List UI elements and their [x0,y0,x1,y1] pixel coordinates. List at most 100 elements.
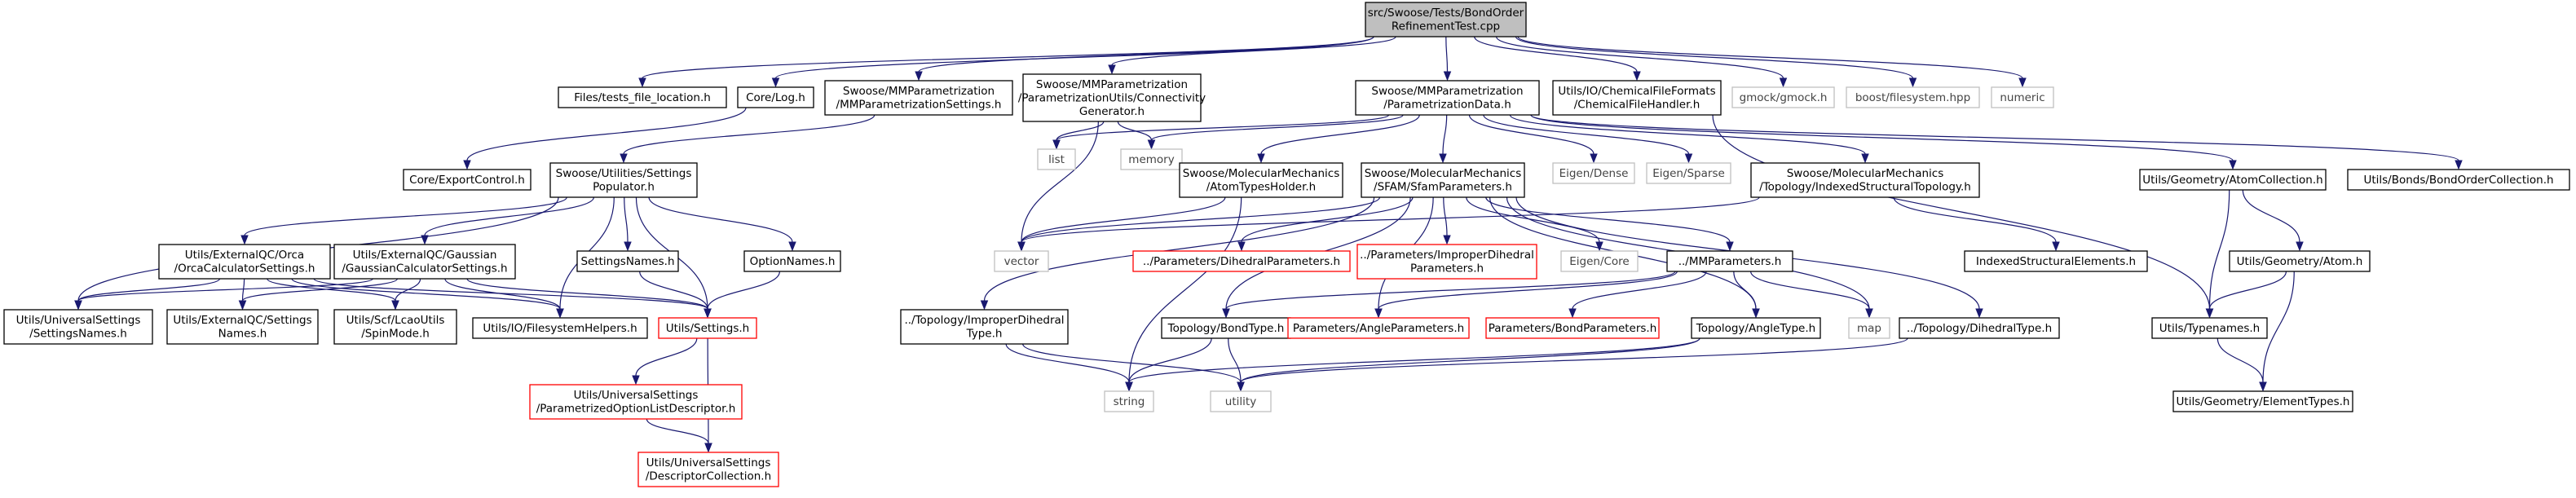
node-utils-settings[interactable]: Utils/Settings.h [658,317,757,339]
node-spinmode[interactable]: Utils/Scf/LcaoUtils/SpinMode.h [333,309,457,345]
node-memory[interactable]: memory [1120,148,1183,170]
node-fs-helpers[interactable]: Utils/IO/FilesystemHelpers.h [472,317,648,339]
node-label: string [1114,395,1145,408]
node-bond-type[interactable]: Topology/BondType.h [1161,317,1291,339]
node-label: Utils/ExternalQC/Settings [173,314,311,327]
node-mmparameters[interactable]: ../MMParameters.h [1666,250,1793,272]
node-box [558,86,727,108]
node-angle-type[interactable]: Topology/AngleType.h [1691,317,1821,339]
node-list[interactable]: list [1037,148,1076,170]
node-box [1666,250,1793,272]
node-param-data[interactable]: Swoose/MMParametrization/Parametrization… [1355,80,1540,116]
node-typenames[interactable]: Utils/Typenames.h [2151,317,2268,339]
edge-param-data-to-eigen-dense [1468,114,1598,164]
node-label: /AtomTypesHolder.h [1206,181,1317,194]
node-indexed-topo[interactable]: Swoose/MolecularMechanics/Topology/Index… [1750,162,1980,198]
node-vector[interactable]: vector [994,250,1049,272]
node-label: /OrcaCalculatorSettings.h [174,262,315,275]
node-label: /GaussianCalculatorSettings.h [342,262,507,275]
node-label: /MMParametrizationSettings.h [836,99,1002,112]
node-label: /SpinMode.h [361,328,430,341]
node-box [2172,390,2353,412]
node-label: Populator.h [593,181,655,194]
node-param-opt-list[interactable]: Utils/UniversalSettings/ParametrizedOpti… [529,384,743,420]
node-option-names[interactable]: OptionNames.h [743,250,841,272]
arrowhead [1975,308,1983,319]
node-gaussian[interactable]: Utils/ExternalQC/Gaussian/GaussianCalcul… [333,244,516,280]
node-settings-names[interactable]: SettingsNames.h [576,250,679,272]
node-box [658,317,757,339]
node-improper-params[interactable]: ../Parameters/ImproperDihedralParameters… [1356,244,1537,280]
node-bond-order-coll[interactable]: Utils/Bonds/BondOrderCollection.h [2347,169,2570,191]
node-core-export[interactable]: Core/ExportControl.h [403,169,532,191]
node-angle-params[interactable]: Parameters/AngleParameters.h [1287,317,1470,339]
node-atomtypes[interactable]: Swoose/MolecularMechanics/AtomTypesHolde… [1179,162,1343,198]
node-string[interactable]: string [1104,390,1154,412]
edge-mmparameters-to-bond-params [1568,271,1707,319]
node-box [637,452,779,487]
node-label: Swoose/MolecularMechanics [1365,167,1522,180]
node-map[interactable]: map [1848,317,1890,339]
edge-root-to-numeric [1517,36,2027,88]
edge-sfam-params-to-improper-params [1443,196,1451,245]
node-label: numeric [2000,91,2044,104]
arrowhead [1752,308,1760,319]
arrowhead [2052,241,2060,252]
node-extqc-settings-names[interactable]: Utils/ExternalQC/SettingsNames.h [166,309,319,345]
node-geom-atom[interactable]: Utils/Geometry/Atom.h [2229,250,2371,272]
node-box [549,162,698,198]
node-label: IndexedStructuralElements.h [1976,255,2136,268]
node-box [1132,250,1351,272]
node-atom-coll[interactable]: Utils/Geometry/AtomCollection.h [2139,169,2327,191]
node-element-types[interactable]: Utils/Geometry/ElementTypes.h [2172,390,2353,412]
node-conn-gen[interactable]: Swoose/MMParametrization/Parametrization… [1018,73,1206,122]
edge-sfam-params-to-mmparameters [1485,196,1734,252]
node-label: Utils/UniversalSettings [16,314,141,327]
node-box [2151,317,2268,339]
node-mmparam-settings[interactable]: Swoose/MMParametrization/MMParametrizati… [824,80,1013,116]
node-orca[interactable]: Utils/ExternalQC/Orca/OrcaCalculatorSett… [158,244,331,280]
node-sfam-params[interactable]: Swoose/MolecularMechanics/SFAM/SfamParam… [1361,162,1525,198]
node-label: Type.h [966,328,1003,341]
node-gmock[interactable]: gmock/gmock.h [1731,86,1835,108]
node-eigen-dense[interactable]: Eigen/Dense [1552,162,1635,184]
node-utility[interactable]: utility [1210,390,1272,412]
node-univ-settings-names[interactable]: Utils/UniversalSettings/SettingsNames.h [3,309,153,345]
node-label: Core/Log.h [746,91,805,104]
node-box [1365,2,1527,37]
node-label: Utils/Bonds/BondOrderCollection.h [2363,174,2553,187]
arrowhead [704,443,712,453]
arrowhead [1374,308,1383,319]
arrowhead [1439,153,1447,164]
node-bond-params[interactable]: Parameters/BondParameters.h [1485,317,1660,339]
node-label: /DescriptorCollection.h [646,470,771,483]
node-files-tests[interactable]: Files/tests_file_location.h [558,86,727,108]
node-descriptor-coll[interactable]: Utils/UniversalSettings/DescriptorCollec… [637,452,779,487]
node-box [1552,80,1722,116]
node-chem-file[interactable]: Utils/IO/ChemicalFileFormats/ChemicalFil… [1552,80,1722,116]
node-label: gmock/gmock.h [1740,91,1828,104]
dependency-nodes: src/Swoose/Tests/BondOrderRefinementTest… [3,2,2570,487]
edge-settings-pop-to-settings-names [624,196,632,252]
node-indexed-elements[interactable]: IndexedStructuralElements.h [1964,250,2148,272]
arrowhead [240,235,249,245]
arrowhead [1222,308,1230,319]
node-numeric[interactable]: numeric [1991,86,2054,108]
node-box [1964,250,2148,272]
arrowhead [1125,381,1133,392]
node-core-log[interactable]: Core/Log.h [737,86,814,108]
arrowhead [2229,160,2237,170]
node-dihedral-type[interactable]: ../Topology/DihedralType.h [1899,317,2060,339]
edge-gaussian-to-spinmode [391,278,421,311]
node-eigen-core[interactable]: Eigen/Core [1560,250,1639,272]
node-label: Utils/Settings.h [666,322,749,335]
node-eigen-sparse[interactable]: Eigen/Sparse [1646,162,1731,184]
edge-settings-pop-to-orca [240,196,567,245]
edge-gaussian-to-univ-settings-names [74,278,373,311]
node-root[interactable]: src/Swoose/Tests/BondOrderRefinementTest… [1365,2,1527,37]
node-dihedral-params[interactable]: ../Parameters/DihedralParameters.h [1132,250,1351,272]
node-boost-fs[interactable]: boost/filesystem.hpp [1846,86,1980,108]
edge-sfam-params-to-eigen-core [1466,196,1603,252]
